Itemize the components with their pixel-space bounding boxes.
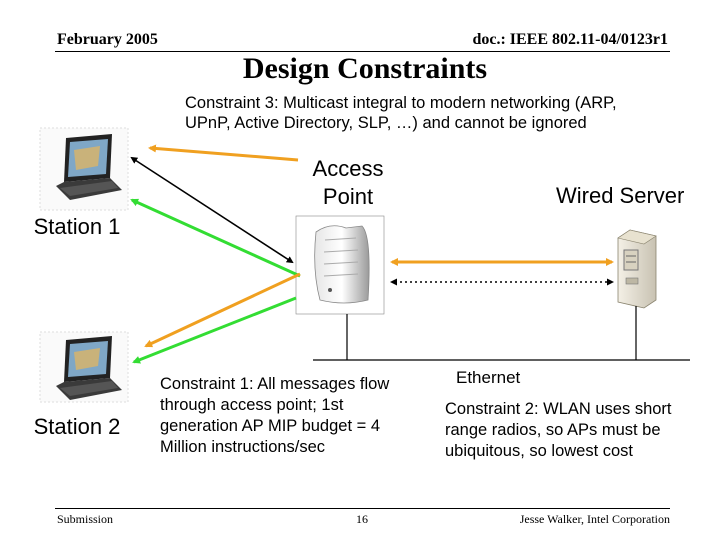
page-number: 16 xyxy=(356,512,368,526)
footer-rule xyxy=(55,508,670,509)
laptop-icon xyxy=(39,331,129,403)
page-title: Design Constraints xyxy=(242,52,488,85)
constraint-1-text: Constraint 1: All messages flow through … xyxy=(160,375,390,456)
footer-author: Jesse Walker, Intel Corporation xyxy=(519,512,670,526)
access-point-icon xyxy=(295,215,385,315)
orange-arrow-ap-station1 xyxy=(148,144,299,162)
station-1-label: Station 1 xyxy=(33,214,121,239)
server-tower-icon xyxy=(617,229,657,309)
ethernet-bus xyxy=(313,306,690,361)
header-date: February 2005 xyxy=(57,31,158,48)
access-point-label: Access Point xyxy=(312,156,384,209)
ethernet-label: Ethernet xyxy=(456,368,521,387)
green-arrow-ap-station1 xyxy=(130,198,301,278)
wired-server-label: Wired Server xyxy=(556,183,685,208)
laptop-icon xyxy=(39,127,129,211)
header-rule xyxy=(55,51,670,52)
station-2-label: Station 2 xyxy=(33,414,121,439)
constraint-2-text: Constraint 2: WLAN uses short range radi… xyxy=(445,400,672,460)
black-arrow-station1-ap xyxy=(130,156,294,264)
footer-submission: Submission xyxy=(57,512,114,526)
header-doc-id: doc.: IEEE 802.11-04/0123r1 xyxy=(472,31,668,48)
orange-arrow-ap-station2 xyxy=(144,272,301,348)
green-arrow-ap-station2 xyxy=(132,296,297,364)
constraint-3-text: Constraint 3: Multicast integral to mode… xyxy=(185,94,617,132)
